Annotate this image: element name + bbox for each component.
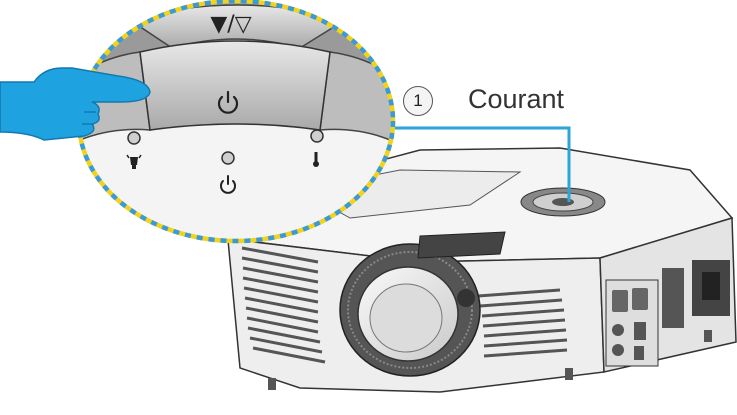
rear-vent bbox=[662, 268, 684, 328]
leader-line bbox=[392, 126, 571, 202]
front-vent-left bbox=[241, 246, 326, 364]
top-keypad bbox=[520, 187, 606, 217]
power-icon bbox=[217, 90, 239, 114]
lens bbox=[339, 243, 481, 377]
led-power bbox=[221, 151, 235, 165]
led-temp bbox=[310, 129, 324, 143]
foot bbox=[565, 368, 573, 380]
thermometer-icon bbox=[313, 152, 319, 167]
led-lamp bbox=[127, 131, 141, 145]
projector bbox=[227, 147, 737, 393]
front-vent-right bbox=[477, 288, 568, 358]
zoom-focus-ring bbox=[417, 231, 506, 259]
down-menu-button-label: ▼/▽ bbox=[210, 12, 252, 37]
callout-number: 1 bbox=[403, 86, 433, 116]
pointing-hand-icon bbox=[0, 67, 151, 141]
lamp-icon bbox=[126, 154, 142, 169]
callout-label: Courant bbox=[468, 84, 565, 114]
ir-sensor bbox=[457, 289, 475, 307]
foot bbox=[268, 378, 276, 390]
power-icon bbox=[220, 175, 236, 194]
foot bbox=[704, 330, 712, 342]
io-panel bbox=[605, 260, 730, 367]
